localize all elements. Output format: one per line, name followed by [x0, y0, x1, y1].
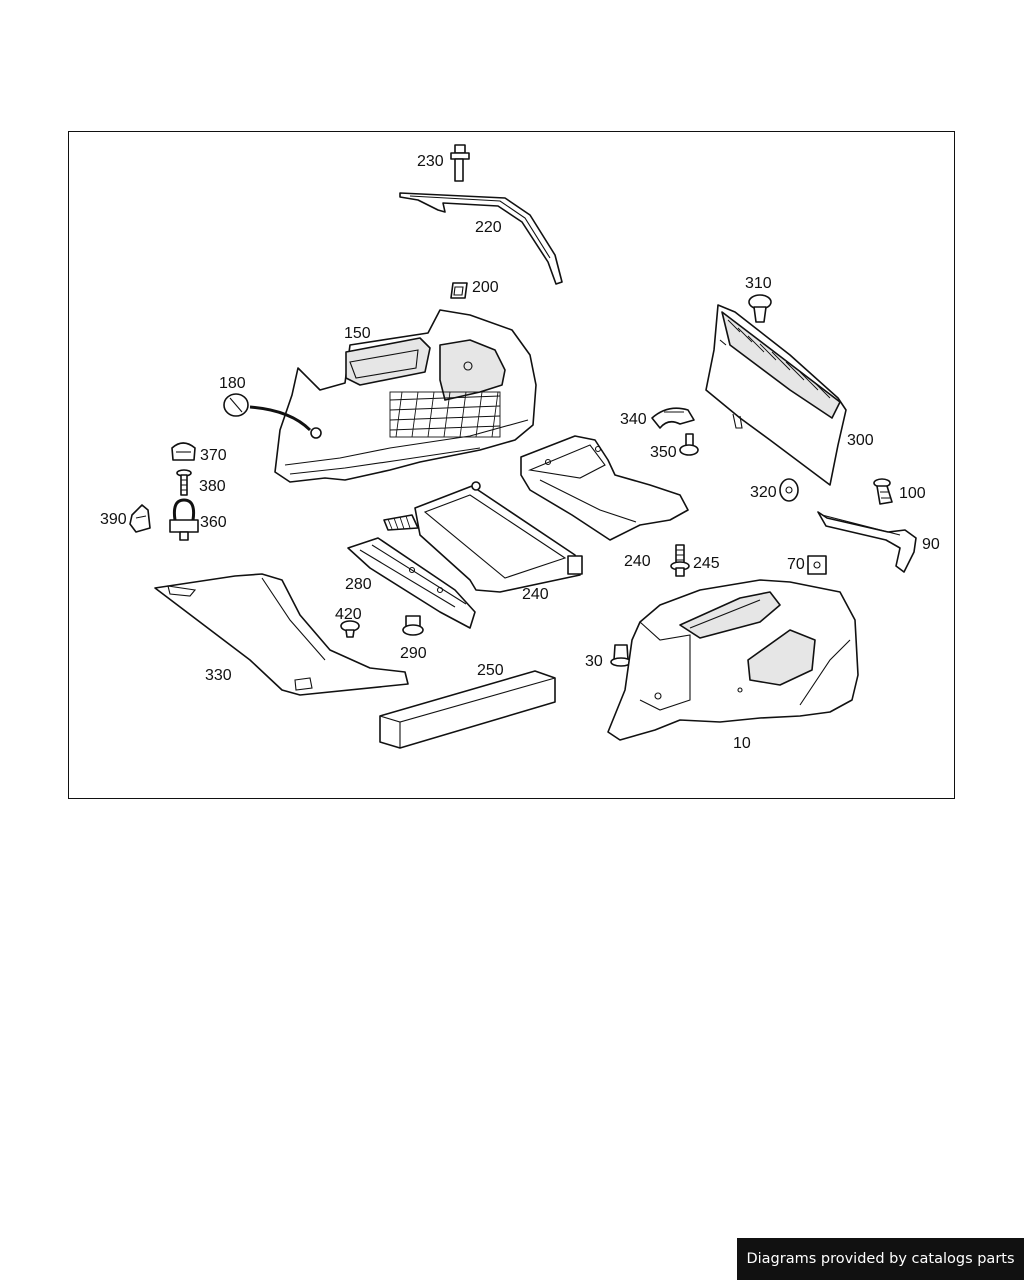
- diagram-frame: [68, 131, 955, 799]
- part-label: 290: [400, 645, 427, 662]
- part-360-lashing-ring[interactable]: [169, 498, 199, 541]
- part-label: 10: [733, 735, 751, 752]
- part-70-nut[interactable]: [807, 555, 827, 575]
- part-240-tray-right[interactable]: [520, 435, 689, 541]
- part-30-clip[interactable]: [610, 644, 632, 667]
- part-150-left-side-panel[interactable]: [274, 309, 537, 483]
- part-310-clip[interactable]: [748, 294, 772, 323]
- part-label: 240: [522, 586, 549, 603]
- part-label: 330: [205, 667, 232, 684]
- part-label: 200: [472, 279, 499, 296]
- part-100-plug[interactable]: [873, 478, 893, 505]
- part-90-rod[interactable]: [817, 511, 917, 573]
- part-220-trim-strip[interactable]: [399, 192, 563, 285]
- part-240-tray-frame[interactable]: [383, 481, 583, 593]
- part-250-foam-block[interactable]: [379, 670, 556, 749]
- part-10-right-side-panel[interactable]: [607, 579, 859, 741]
- part-320-grommet[interactable]: [779, 478, 799, 502]
- part-350-screw[interactable]: [679, 433, 699, 456]
- part-230-pin[interactable]: [450, 144, 470, 182]
- part-370-fastener[interactable]: [171, 442, 196, 461]
- part-label: 360: [200, 514, 227, 531]
- part-label: 390: [100, 511, 127, 528]
- part-label: 245: [693, 555, 720, 572]
- part-label: 220: [475, 219, 502, 236]
- part-label: 280: [345, 576, 372, 593]
- part-label: 310: [745, 275, 772, 292]
- part-300-right-rear-panel[interactable]: [705, 304, 847, 486]
- part-label: 250: [477, 662, 504, 679]
- part-340-bracket[interactable]: [651, 407, 695, 429]
- part-390-hook[interactable]: [129, 504, 151, 533]
- part-200-clip[interactable]: [450, 282, 468, 299]
- part-280-rail[interactable]: [347, 537, 476, 629]
- part-245-stud[interactable]: [670, 544, 690, 577]
- part-label: 100: [899, 485, 926, 502]
- part-380-screw[interactable]: [176, 469, 192, 496]
- part-label: 90: [922, 536, 940, 553]
- part-label: 320: [750, 484, 777, 501]
- part-label: 340: [620, 411, 647, 428]
- part-label: 70: [787, 556, 805, 573]
- part-290-nut[interactable]: [402, 615, 424, 636]
- part-label: 30: [585, 653, 603, 670]
- part-label: 300: [847, 432, 874, 449]
- part-label: 420: [335, 606, 362, 623]
- part-330-floor-panel[interactable]: [154, 573, 409, 696]
- part-420-clip[interactable]: [340, 620, 360, 638]
- part-label: 230: [417, 153, 444, 170]
- part-label: 370: [200, 447, 227, 464]
- part-label: 240: [624, 553, 651, 570]
- part-label: 180: [219, 375, 246, 392]
- part-180-cap[interactable]: [223, 393, 312, 432]
- credit-badge: Diagrams provided by catalogs parts: [737, 1238, 1024, 1280]
- part-label: 380: [199, 478, 226, 495]
- part-label: 350: [650, 444, 677, 461]
- part-label: 150: [344, 325, 371, 342]
